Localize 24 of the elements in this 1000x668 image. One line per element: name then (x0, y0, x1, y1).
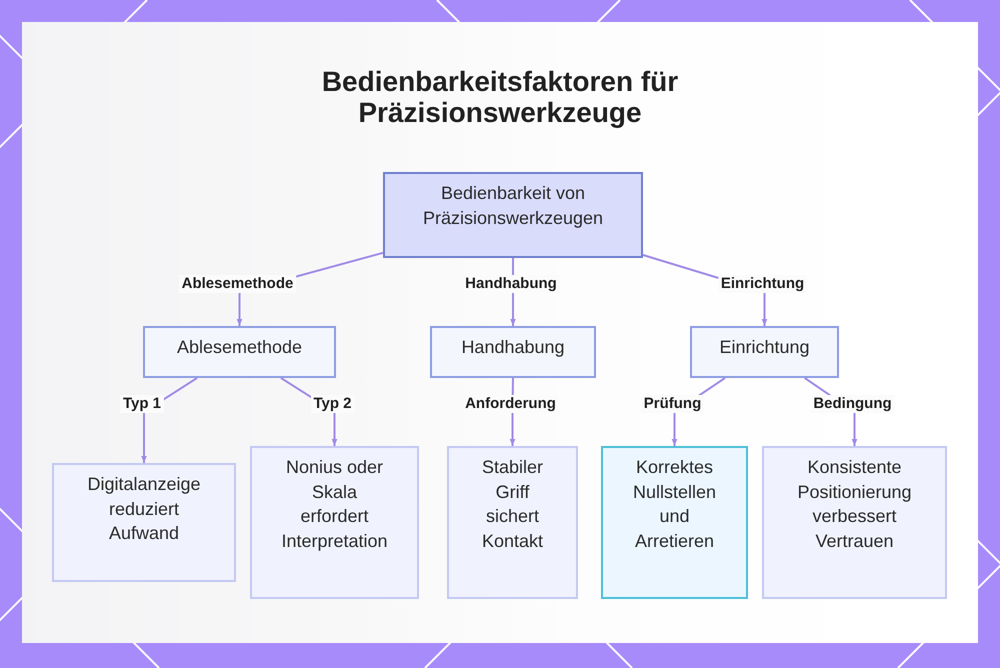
node-label: Bedienbarkeit von Präzisionswerkzeugen (422, 182, 604, 230)
category-box (430, 326, 596, 378)
node-label: Ablesemethode (176, 336, 304, 359)
topic-box (383, 172, 643, 258)
node-label: Handhabung (460, 336, 566, 359)
node-label: Einrichtung (718, 336, 811, 359)
edge-label: Bedingung (810, 395, 895, 413)
edge-label: Typ 2 (310, 395, 355, 413)
edge-label: Ablesemethode (178, 275, 296, 293)
node-label: Korrektes Nullstellen und Arretieren (632, 456, 718, 552)
edge-label: Einrichtung (718, 275, 808, 293)
detail-box (52, 463, 236, 582)
category-box (690, 326, 839, 378)
node-label: Stabiler Griff sichert Kontakt (480, 456, 544, 552)
edge-label: Typ 1 (120, 395, 164, 413)
detail-box (250, 446, 419, 599)
node-label: Digitalanzeige reduziert Aufwand (86, 473, 202, 545)
category-box (143, 326, 336, 378)
node-label: Konsistente Positionierung verbessert Vertrauen (796, 456, 913, 552)
detail-box (762, 446, 947, 599)
detail-box (447, 446, 578, 599)
diagram-title: Bedienbarkeitsfaktoren für Präzisionswerkzeuge (320, 66, 680, 128)
highlighted-detail-box (601, 446, 748, 599)
node-label: Nonius oder Skala erfordert Interpretation (280, 456, 389, 553)
